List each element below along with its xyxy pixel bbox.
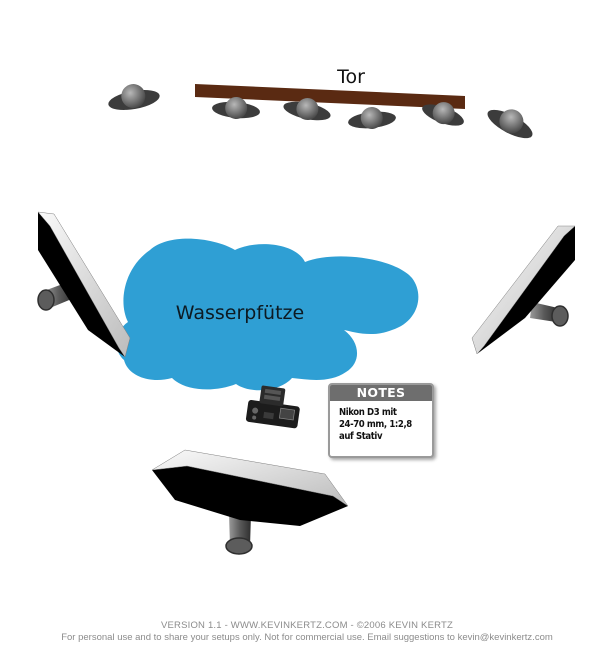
notes-body: Nikon D3 mit 24-70 mm, 1:2,8 auf Stativ bbox=[330, 401, 432, 443]
person-icon bbox=[108, 84, 160, 110]
softbox-bottom bbox=[151, 449, 349, 555]
notes-box: NOTES Nikon D3 mit 24-70 mm, 1:2,8 auf S… bbox=[328, 383, 434, 458]
goal-label: Tor bbox=[337, 66, 365, 88]
notes-line: auf Stativ bbox=[339, 431, 383, 442]
notes-line: Nikon D3 mit bbox=[339, 407, 397, 418]
person-icon bbox=[212, 97, 260, 120]
camera-icon bbox=[245, 385, 300, 429]
notes-title: NOTES bbox=[330, 385, 432, 401]
light-stand-right bbox=[530, 302, 569, 327]
notes-line: 24-70 mm, 1:2,8 bbox=[339, 419, 412, 430]
water-puddle bbox=[116, 238, 419, 391]
person-icon bbox=[422, 102, 464, 126]
person-icon bbox=[348, 107, 396, 130]
person-icon bbox=[283, 98, 331, 121]
footer-version: VERSION 1.1 - WWW.KEVINKERTZ.COM - ©2006… bbox=[160, 620, 454, 631]
footer-notice: For personal use and to share your setup… bbox=[61, 632, 553, 643]
softbox-right bbox=[471, 225, 576, 355]
person-icon bbox=[487, 109, 533, 139]
light-stand-bottom bbox=[225, 513, 253, 555]
puddle-label: Wasserpfütze bbox=[175, 302, 305, 324]
softbox-left bbox=[37, 211, 131, 358]
goal-bar bbox=[195, 84, 465, 109]
light-stand-left bbox=[37, 282, 74, 311]
